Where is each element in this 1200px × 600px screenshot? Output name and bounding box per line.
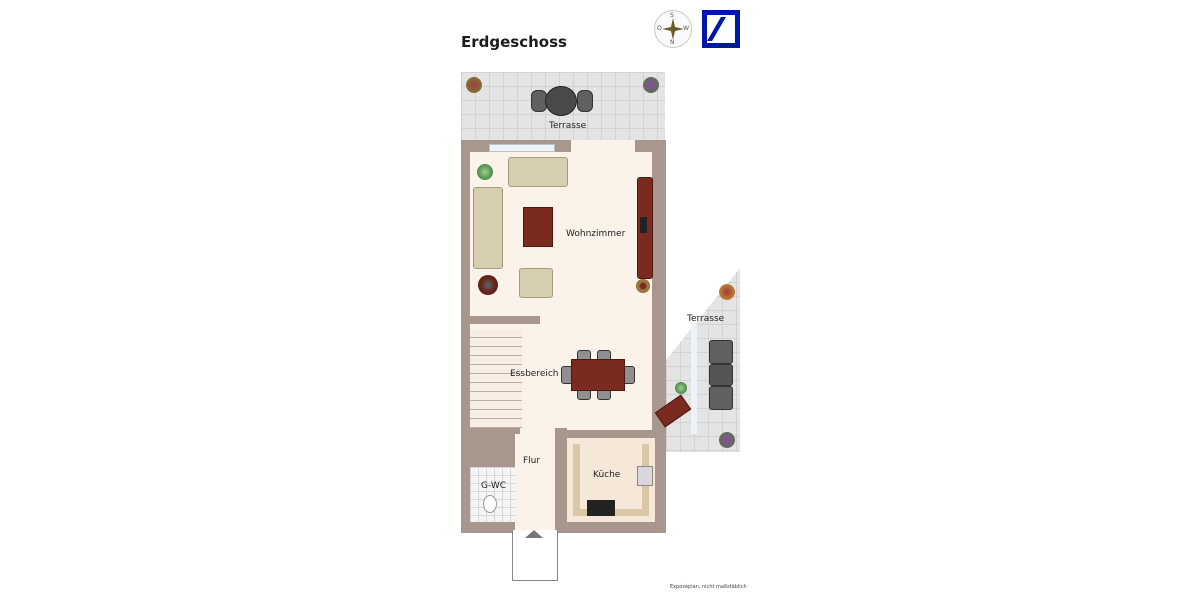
patio-chair-icon <box>709 340 733 364</box>
terrace-door[interactable] <box>571 140 635 154</box>
bay-window <box>651 322 697 434</box>
patio-chair-icon <box>709 386 733 410</box>
armchair-icon <box>519 268 553 298</box>
stove-icon <box>587 500 615 516</box>
side-lamp-icon <box>636 279 650 293</box>
footnote: Exposéplan, nicht maßstäblich <box>670 584 747 590</box>
sofa-icon <box>473 187 503 269</box>
toilet-icon <box>483 495 497 513</box>
entrance-arrow-icon <box>525 530 543 538</box>
window <box>489 144 555 152</box>
floor-lamp-icon <box>478 275 498 295</box>
interior-wall <box>555 428 567 530</box>
plant-icon <box>466 77 482 93</box>
plant-icon <box>719 284 735 300</box>
room-label-flur: Flur <box>523 456 541 466</box>
terrace-north <box>461 72 665 142</box>
room-label-terrasse-north: Terrasse <box>549 121 587 131</box>
sink-icon <box>637 466 653 486</box>
interior-wall <box>470 316 540 324</box>
floor-title: Erdgeschoss <box>461 33 567 51</box>
compass-rose-icon <box>662 18 684 40</box>
interior-wall <box>470 428 520 434</box>
compass-south: S <box>670 12 674 19</box>
patio-table-icon <box>531 86 593 116</box>
plant-icon <box>719 432 735 448</box>
floor-plan: Terrasse Wohnzimmer Essbereich Terrasse <box>461 72 741 582</box>
bank-logo-icon <box>702 10 740 48</box>
plant-icon <box>477 164 493 180</box>
compass-icon: S W N O <box>654 10 692 48</box>
sofa-icon <box>508 157 568 187</box>
patio-table-icon <box>709 364 733 386</box>
dining-table-icon <box>561 350 635 400</box>
compass-west: W <box>683 25 689 32</box>
g-wc-floor <box>470 467 515 522</box>
entrance-porch[interactable] <box>512 530 558 581</box>
coffee-table-icon <box>523 207 553 247</box>
compass-north: N <box>670 39 675 46</box>
tv-icon <box>640 217 647 233</box>
flur-floor <box>515 430 555 530</box>
room-label-wohnzimmer: Wohnzimmer <box>566 229 626 239</box>
room-label-essbereich: Essbereich <box>510 369 559 379</box>
room-label-kueche: Küche <box>593 470 621 480</box>
room-label-g-wc: G-WC <box>481 481 507 491</box>
compass-east: O <box>657 25 662 32</box>
plant-icon <box>643 77 659 93</box>
plant-icon <box>675 382 687 394</box>
stair-floor <box>470 329 522 429</box>
room-label-terrasse-east: Terrasse <box>687 314 725 324</box>
